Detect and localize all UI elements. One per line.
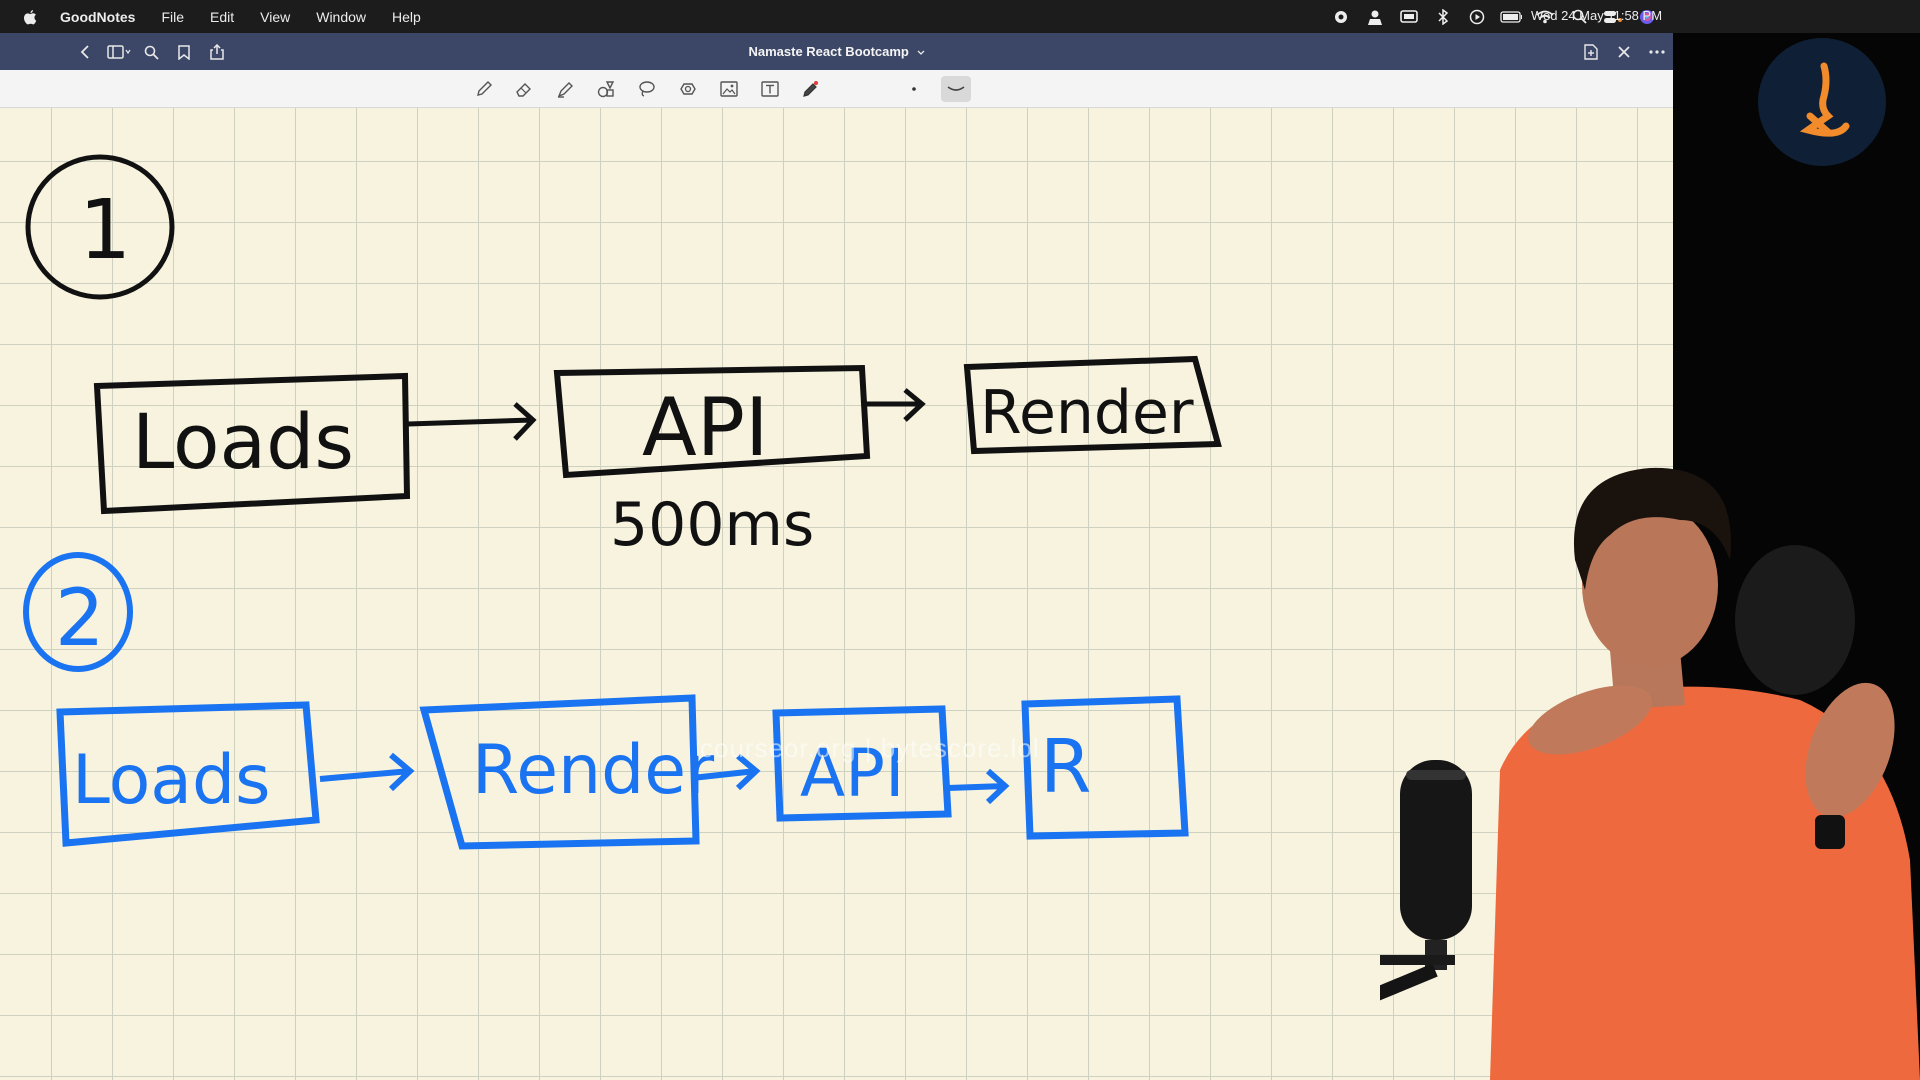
close-icon[interactable] bbox=[1614, 42, 1634, 62]
laser-pointer-icon[interactable] bbox=[799, 78, 821, 100]
share-icon[interactable] bbox=[207, 42, 227, 62]
row2-box-api bbox=[772, 705, 952, 822]
section-2-circle bbox=[23, 552, 133, 672]
battery-icon[interactable] bbox=[1500, 8, 1522, 26]
lasso-icon[interactable] bbox=[636, 78, 658, 100]
document-title-text: Namaste React Bootcamp bbox=[748, 44, 909, 59]
play-icon[interactable] bbox=[1466, 8, 1488, 26]
menu-view[interactable]: View bbox=[260, 8, 291, 25]
menu-edit[interactable]: Edit bbox=[210, 8, 235, 25]
display-icon[interactable] bbox=[1398, 8, 1420, 26]
text-icon[interactable] bbox=[759, 78, 781, 100]
sidebar-icon[interactable] bbox=[106, 42, 132, 62]
add-page-icon[interactable] bbox=[1581, 42, 1601, 62]
wifi-icon[interactable] bbox=[1534, 8, 1556, 26]
channel-logo bbox=[1758, 38, 1886, 166]
goodnotes-window: Namaste React Bootcamp 1 Loads AP bbox=[0, 33, 1673, 1080]
back-icon[interactable] bbox=[75, 42, 95, 62]
title-bar: Namaste React Bootcamp bbox=[0, 33, 1673, 70]
row2-arrow-3 bbox=[947, 768, 1010, 805]
menu-window[interactable]: Window bbox=[316, 8, 367, 25]
section-1-number: 1 bbox=[79, 183, 131, 278]
row2-label-api: API bbox=[800, 735, 904, 812]
row1-arrow-1 bbox=[407, 402, 537, 441]
row2-box-render bbox=[419, 694, 700, 850]
row2-label-render: Render bbox=[472, 731, 714, 810]
row1-box-loads bbox=[93, 372, 411, 515]
row2-box-r bbox=[1021, 695, 1189, 840]
shapes-icon[interactable] bbox=[595, 78, 617, 100]
menu-bar-clock[interactable]: Wed 24 May 11:58 PM bbox=[1531, 8, 1663, 23]
app-menu[interactable]: GoodNotes bbox=[60, 8, 136, 25]
notebook-canvas[interactable]: 1 Loads API Render 500ms 2 Loads Render … bbox=[0, 108, 1673, 1080]
row2-arrow-1 bbox=[319, 752, 415, 792]
sticker-icon[interactable] bbox=[677, 78, 699, 100]
search-icon[interactable] bbox=[141, 42, 161, 62]
user-icon[interactable] bbox=[1364, 8, 1386, 26]
document-title[interactable]: Namaste React Bootcamp bbox=[0, 33, 1673, 70]
row1-label-loads: Loads bbox=[132, 397, 354, 486]
row1-label-render: Render bbox=[980, 378, 1194, 448]
row1-box-api bbox=[553, 364, 871, 479]
record-icon[interactable] bbox=[1330, 8, 1352, 26]
image-icon[interactable] bbox=[718, 78, 740, 100]
row1-box-render bbox=[963, 355, 1222, 455]
siri-icon[interactable] bbox=[1636, 8, 1658, 26]
chevron-down-icon bbox=[917, 33, 925, 70]
bluetooth-icon[interactable] bbox=[1432, 8, 1454, 26]
menu-file[interactable]: File bbox=[161, 8, 185, 25]
row2-label-r: R bbox=[1040, 724, 1091, 810]
tool-bar bbox=[0, 70, 1673, 108]
row1-arrow-2 bbox=[866, 388, 926, 422]
pen-icon[interactable] bbox=[473, 78, 495, 100]
watermark-text: courseor.org | bytescore.lol bbox=[700, 733, 1040, 763]
highlighter-icon[interactable] bbox=[554, 78, 576, 100]
section-2-number: 2 bbox=[55, 574, 105, 664]
bookmark-icon[interactable] bbox=[174, 42, 194, 62]
search-icon[interactable] bbox=[1568, 8, 1590, 26]
control-center-icon[interactable] bbox=[1602, 8, 1624, 26]
section-1-circle bbox=[25, 154, 175, 300]
apple-icon[interactable] bbox=[22, 7, 38, 27]
flame-logo-icon bbox=[1799, 62, 1850, 137]
row2-arrow-2 bbox=[691, 753, 761, 791]
row2-box-loads bbox=[56, 701, 320, 847]
row2-label-loads: Loads bbox=[72, 741, 271, 820]
more-icon[interactable] bbox=[1647, 42, 1667, 62]
menu-help[interactable]: Help bbox=[392, 8, 421, 25]
stroke-size-dot-icon[interactable] bbox=[903, 78, 925, 100]
menu-bar: GoodNotes File Edit View Window Help Wed… bbox=[0, 0, 1920, 33]
handwriting-layer: 1 Loads API Render 500ms 2 Loads Render … bbox=[23, 154, 1222, 850]
row1-label-api: API bbox=[642, 381, 769, 474]
eraser-icon[interactable] bbox=[513, 78, 535, 100]
stroke-curve-icon[interactable] bbox=[941, 76, 971, 102]
presenter-video-overlay bbox=[1380, 467, 1920, 1080]
row1-annotation-latency: 500ms bbox=[610, 490, 814, 560]
